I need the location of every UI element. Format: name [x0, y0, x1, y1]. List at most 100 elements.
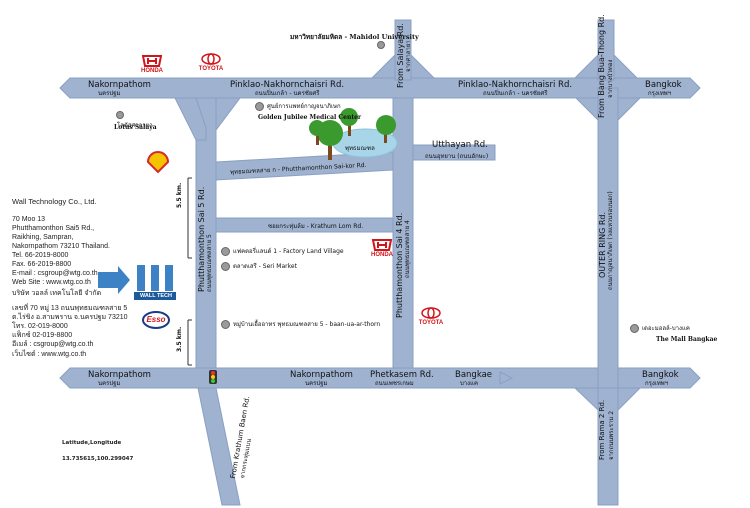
label-bangkok-bottom-th: กรุงเทพฯ: [645, 380, 669, 387]
poi-golden-th-text: ศูนย์การแพทย์กาญจนาภิเษก: [267, 103, 341, 110]
esso-logo-text: Esso: [146, 315, 166, 324]
company-th-name: บริษัท วอลล์ เทคโนโลยี จำกัด: [12, 290, 102, 297]
label-pinklao-right-th: ถนนปิ่นเกล้า - นครชัยศรี: [483, 90, 548, 97]
poi-marker-icon: [255, 102, 264, 111]
poi-mall: The Mall Bangkae: [656, 336, 718, 343]
poi-factory-text: แฟคตอรี่แลนด์ 1 - Factory Land Village: [233, 248, 344, 255]
label-from-bangbua: From Bang Bua-Thong Rd.: [597, 14, 606, 118]
label-bangkok-top-th: กรุงเทพฯ: [648, 90, 672, 97]
esso-logo-icon: [142, 311, 170, 329]
road-krathum-baen: [197, 387, 241, 506]
label-pinklao-right: Pinklao-Nakhornchaisri Rd.: [458, 80, 573, 90]
poi-baan-text: หมู่บ้านเอื้ออาทร พุทธมณฑลสาย 5 - baan-u…: [233, 321, 381, 328]
distance-label-1: 5.5 km.: [176, 182, 183, 208]
label-pinklao-left: Pinklao-Nakhornchaisri Rd.: [230, 80, 345, 90]
company-web[interactable]: Web Site : www.wtg.co.th: [12, 279, 91, 287]
label-from-rama2: From Rama 2 Rd.: [598, 399, 606, 460]
label-outer-ring: OUTER RING Rd.: [598, 211, 607, 278]
honda-logo-text-2: HONDA: [371, 252, 393, 258]
company-addr2: Phutthamonthon Sai5 Rd.,: [12, 224, 95, 232]
label-sai4-th: ถนนพุทธมณฑลสาย 4: [404, 220, 411, 278]
shell-logo-icon: [146, 151, 170, 174]
poi-mall-th-text: เดอะมอลล์-บางแค: [642, 325, 690, 332]
trees-icon: [309, 108, 396, 160]
label-phetkasem: Phetkasem Rd.: [370, 370, 434, 380]
poi-mall-th: เดอะมอลล์-บางแค: [630, 323, 690, 333]
label-utthayan-th: ถนนอุทยาน (ถนนอักษะ): [425, 153, 489, 160]
label-krathum: ซอยกระทุ่มล้ม - Krathum Lom Rd.: [268, 223, 364, 230]
road-saikor: [215, 151, 394, 181]
label-from-salaya-th: จากศาลายา: [405, 40, 412, 72]
road-sai5: [195, 97, 217, 369]
label-nakornpathom-bm-th: นครปฐม: [305, 380, 328, 387]
honda-logo-icon: [141, 55, 393, 251]
company-th-web[interactable]: เว็บไซต์ : www.wtg.co.th: [12, 350, 87, 358]
poi-golden: Golden Jubilee Medical Center: [258, 114, 362, 121]
poi-marker-icon: [221, 262, 230, 271]
company-info-th: บริษัท วอลล์ เทคโนโลยี จำกัด เลขที่ 70 ห…: [12, 289, 128, 359]
label-sai4: Phutthamonthon Sai 4 Rd.: [395, 212, 404, 318]
company-info-en: Wall Technology Co., Ltd. 70 Moo 13 Phut…: [12, 197, 110, 288]
poi-golden-th: ศูนย์การแพทย์กาญจนาภิเษก: [255, 101, 341, 111]
company-th-addr2: ต.ไร่ขิง อ.สามพราน จ.นครปฐม 73210: [12, 314, 128, 322]
poi-factory: แฟคตอรี่แลนด์ 1 - Factory Land Village: [221, 246, 344, 256]
road-rama2: [597, 387, 619, 506]
label-bangkok-top: Bangkok: [645, 80, 682, 90]
road-pinklao: [59, 77, 701, 99]
label-nakornpathom-top-th: นครปฐม: [98, 90, 121, 97]
poi-marker-icon: [221, 320, 230, 329]
label-bangkae-th: บางแค: [460, 380, 478, 387]
label-sai5: Phutthamonthon Sai 5 Rd.: [197, 186, 206, 292]
label-outer-ring-th: ถนนกาญจนาภิเษก (วงแหวนรอบนอก): [607, 191, 614, 290]
company-fax: Fax. 66-2019-8800: [12, 261, 72, 269]
honda-logo-text: HONDA: [141, 68, 163, 74]
walltech-logo-icon: [134, 265, 176, 300]
coords-label: Latitude,Longitude: [62, 440, 122, 446]
poi-marker-icon: [221, 247, 230, 256]
label-nakornpathom-bm: Nakornpathom: [290, 370, 353, 380]
label-phetkasem-th: ถนนเพชรเกษม: [375, 380, 414, 387]
label-pinklao-left-th: ถนนปิ่นเกล้า - นครชัยศรี: [255, 90, 320, 97]
toyota-logo-text-2: TOYOTA: [418, 320, 444, 326]
label-from-rama2-th: จากถนนพระราม 2: [608, 410, 615, 460]
poi-buddhist-park: พุทธมณฑล: [345, 145, 375, 152]
poi-lotus-th: โลตัสศาลายา: [117, 122, 153, 129]
walltech-logo-text: WALL TECH: [140, 293, 172, 299]
company-name: Wall Technology Co., Ltd.: [12, 197, 97, 206]
walltech-arrow-icon: [98, 266, 130, 294]
poi-marker-icon: [630, 324, 639, 333]
poi-seri-text: ตลาดเสรี - Seri Market: [233, 263, 297, 270]
poi-baan: หมู่บ้านเอื้ออาทร พุทธมณฑลสาย 5 - baan-u…: [221, 319, 380, 329]
traffic-light-icon: [209, 370, 217, 384]
toyota-logo-text: TOYOTA: [198, 66, 224, 72]
road-sai4: [392, 97, 414, 369]
toyota-logo-icon: [201, 53, 441, 319]
label-bangkok-bottom: Bangkok: [642, 370, 679, 380]
company-addr4: Nakornpathom 73210 Thailand.: [12, 243, 110, 251]
label-nakornpathom-bl: Nakornpathom: [88, 370, 151, 380]
poi-lotus: Lotus Salaya: [114, 124, 157, 131]
coords-value: 13.735615,100.299047: [62, 456, 134, 462]
company-email[interactable]: E-mail : csgroup@wtg.co.th: [12, 270, 98, 278]
distance-label-2: 3.5 km.: [176, 326, 183, 352]
company-th-fax: แฟ็กซ์ 02-019-8800: [12, 332, 73, 340]
label-nakornpathom-top: Nakornpathom: [88, 80, 151, 90]
poi-lotus-text: Lotus Salaya: [114, 124, 157, 131]
poi-mahidol: มหาวิทยาลัยมหิดล - Mahidol University: [290, 33, 419, 41]
label-nakornpathom-bl-th: นครปฐม: [98, 380, 121, 387]
road-utthayan: [412, 144, 496, 161]
company-th-email[interactable]: อีเมล์ : csgroup@wtg.co.th: [12, 341, 94, 349]
road-krathum: [215, 217, 394, 233]
label-from-bangbua-th: จากบางบัวทอง: [607, 59, 614, 98]
label-sai5-th: ถนนพุทธมณฑลสาย 5: [206, 234, 213, 292]
company-tel: Tel. 66-2019-8000: [12, 252, 69, 260]
company-addr1: 70 Moo 13: [12, 215, 46, 223]
poi-seri: ตลาดเสรี - Seri Market: [221, 261, 297, 271]
company-th-addr1: เลขที่ 70 หมู่ 13 ถนนพุทธมณฑลสาย 5: [12, 305, 128, 313]
label-utthayan: Utthayan Rd.: [432, 140, 488, 150]
label-bangkae: Bangkae: [455, 370, 493, 380]
company-addr3: Raikhing, Sampran,: [12, 233, 74, 241]
company-th-tel: โทร. 02-019-8000: [12, 323, 68, 331]
